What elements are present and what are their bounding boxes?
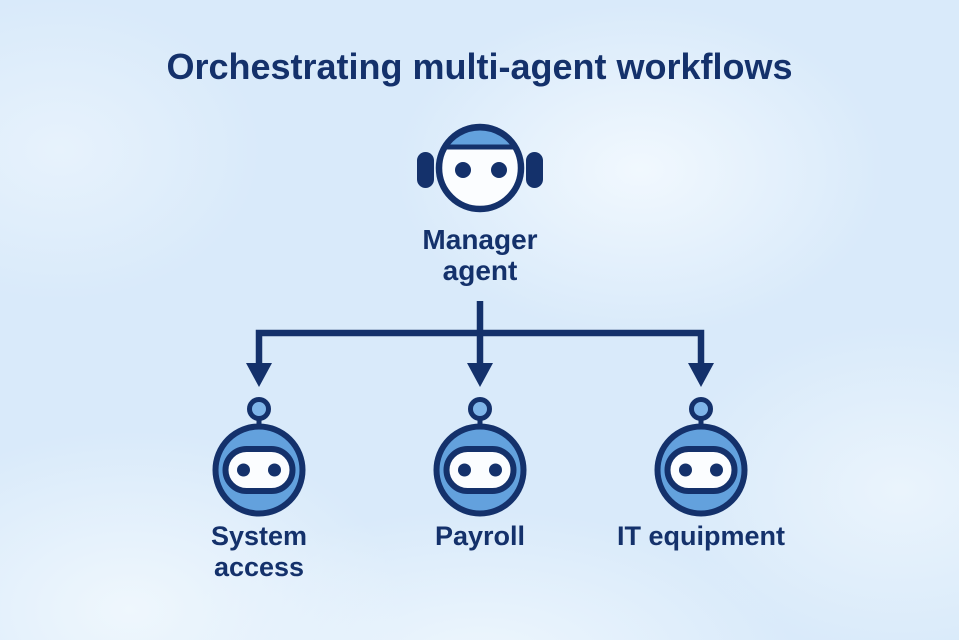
agent-figure-system-access: System access — [199, 392, 319, 583]
robot-agent-icon — [199, 392, 319, 518]
manager-agent-icon — [415, 116, 545, 220]
manager-agent-label: Manager agent — [422, 224, 538, 286]
agent-figure-it-equipment: IT equipment — [617, 392, 785, 552]
agent-label: Payroll — [434, 521, 526, 551]
agent-figure-payroll: Payroll — [420, 392, 540, 552]
manager-agent-figure: Manager agent — [415, 116, 545, 286]
robot-agent-icon — [641, 392, 761, 518]
agent-label: System access — [210, 521, 308, 582]
page-title: Orchestrating multi-agent workflows — [166, 46, 793, 87]
agent-label: IT equipment — [617, 521, 785, 551]
robot-agent-icon — [420, 392, 540, 518]
